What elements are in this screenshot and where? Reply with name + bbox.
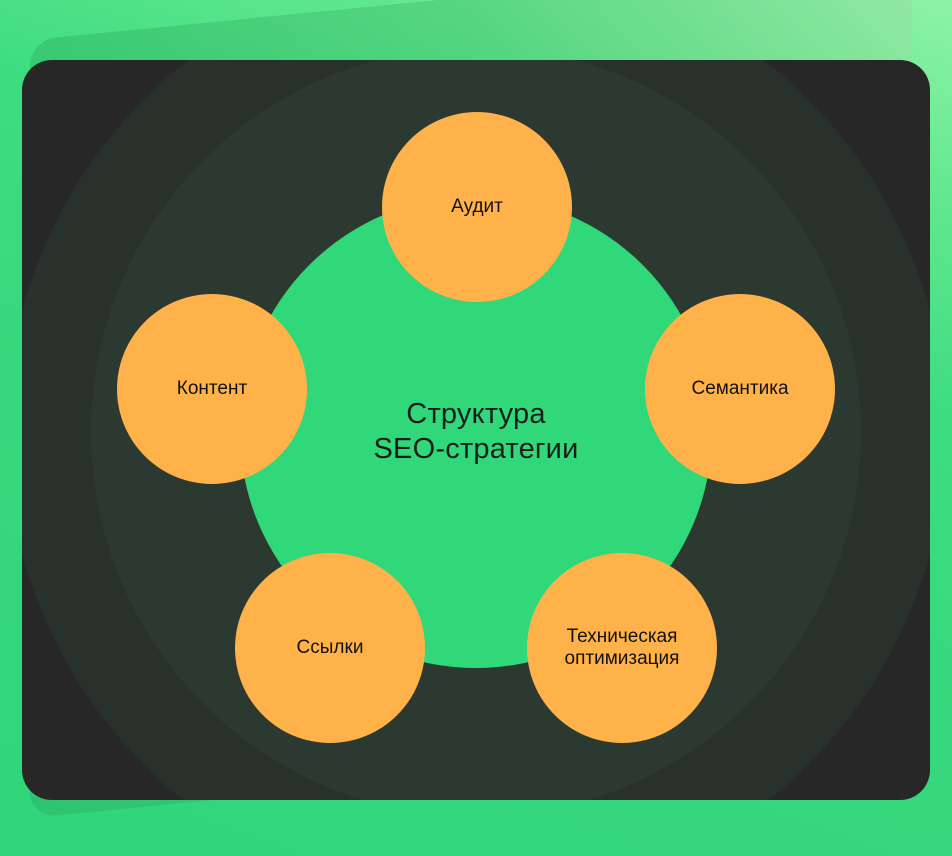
node-label: Аудит	[451, 196, 503, 217]
node-semantics[interactable]: Семантика	[645, 294, 835, 484]
diagram-card: Структура SEO-стратегии Аудит Семантика …	[22, 60, 930, 800]
node-label: Контент	[176, 378, 248, 399]
node-content[interactable]: Контент	[117, 294, 307, 484]
node-label: Семантика	[691, 378, 789, 399]
core-title: Структура SEO-стратегии	[373, 398, 579, 465]
node-audit[interactable]: Аудит	[382, 112, 572, 302]
node-label: Техническая оптимизация	[564, 626, 680, 669]
node-technical-optimization[interactable]: Техническая оптимизация	[527, 553, 717, 743]
node-label: Ссылки	[296, 637, 364, 658]
node-links[interactable]: Ссылки	[235, 553, 425, 743]
